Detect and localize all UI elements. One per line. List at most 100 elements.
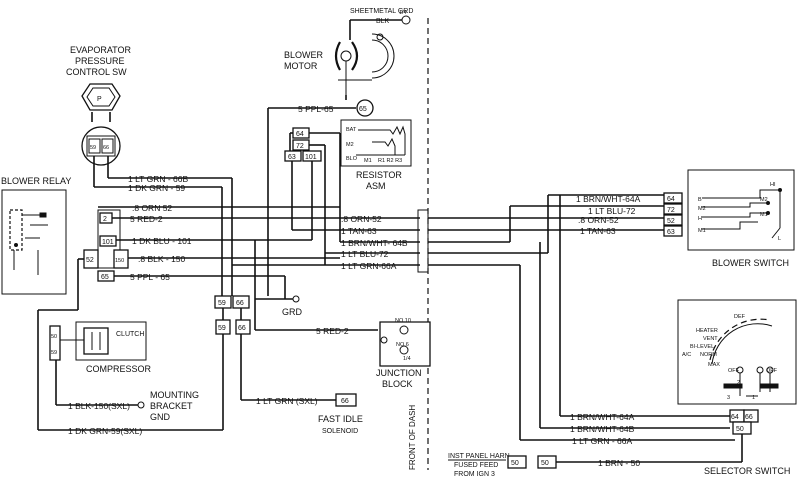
relay-connector — [97, 209, 121, 269]
blower-relay-box — [1, 189, 67, 295]
blower-label: BLOWER — [284, 50, 324, 60]
wire-red2-label: 5 RED-2 — [130, 214, 163, 224]
fast-idle-label: FAST IDLE — [318, 414, 363, 424]
from-ign-label: FROM IGN 3 — [454, 471, 495, 478]
relay-term-101-box — [99, 235, 117, 247]
bsw-m1b-label: M1 — [760, 212, 768, 218]
wire-ltgrn-66b-label: 1 LT GRN - 66B — [128, 174, 188, 184]
junction-no6: NO.6 — [396, 342, 409, 348]
relay-term-150: 150 — [115, 258, 124, 264]
res-term-72: 72 — [296, 143, 304, 150]
resistor-coil-icon — [356, 125, 406, 156]
bsw-m1-label: M1 — [698, 228, 706, 234]
bsw-l-label: L — [778, 236, 781, 242]
relay-term-65: 65 — [101, 274, 109, 281]
inst-panel-label: INST PANEL HARN — [448, 453, 510, 460]
evaporator-label: EVAPORATOR — [70, 45, 132, 55]
blower-switch-box — [687, 169, 795, 251]
blower-relay-label: BLOWER RELAY — [1, 176, 71, 186]
wire-dkblu101-label: 1 DK BLU - 101 — [132, 236, 192, 246]
res-blo-label: BLO — [346, 156, 358, 162]
wire-orn52-left-label: .8 ORN 52 — [132, 203, 172, 213]
bulkhead-connector — [417, 209, 429, 273]
wire-ppl65b-label: 5 PPL - 65 — [130, 272, 170, 282]
wire-orn52-r-label: .8 ORN-52 — [578, 215, 619, 225]
asm-label: ASM — [366, 181, 386, 191]
bsw-term-64-box — [663, 192, 683, 204]
wire-ltgrn66a-b-label: 1 LT GRN - 66A — [572, 436, 632, 446]
junction-block-icon — [379, 321, 431, 367]
blower-switch-contacts-icon — [702, 188, 782, 239]
bsw-term-52: 52 — [667, 218, 675, 225]
sel-bilevel-label: BI-LEVEL — [690, 344, 714, 350]
compressor-label: COMPRESSOR — [86, 364, 152, 374]
mounting-ground-icon — [137, 401, 145, 409]
sel-ac-label: A/C — [682, 352, 691, 358]
blk-grd-wire-label: BLK — [376, 18, 390, 25]
sel-off2-label: OFF — [766, 368, 778, 374]
wire-blk150-label: .8 BLK - 150 — [138, 254, 186, 264]
grd-label: GRD — [282, 307, 303, 317]
bsw-term-63-box — [663, 225, 683, 237]
wire-blk150-sxl-label: 1 BLK-150(SXL) — [68, 401, 130, 411]
res-m1-label: M1 — [364, 158, 372, 164]
comp-term-59: 59 — [51, 350, 57, 356]
fused-feed-label: FUSED FEED — [454, 462, 498, 469]
inst-term-50-box — [507, 455, 527, 469]
res-term-64: 64 — [296, 131, 304, 138]
bsw-term-63: 63 — [667, 229, 675, 236]
wire-brnwht64a-r-label: 1 BRN/WHT-64A — [576, 194, 641, 204]
relay-icon — [9, 209, 48, 275]
mounting-label: MOUNTING — [150, 390, 199, 400]
wire-ltgrn66a-mid-label: 1 LT GRN-66A — [341, 261, 397, 271]
res-term-63: 63 — [288, 154, 296, 161]
selector-switch-icon — [709, 318, 779, 397]
sel-n1-label: 1 — [752, 395, 755, 401]
conn-66b: 66 — [238, 325, 246, 332]
clutch-label: CLUTCH — [116, 331, 144, 338]
wire-red2b-label: 5 RED-2 — [316, 326, 349, 336]
block-label: BLOCK — [382, 379, 413, 389]
control-sw-label: CONTROL SW — [66, 67, 127, 77]
relay-term-2: 2 — [103, 216, 107, 223]
ground-icon — [292, 295, 300, 303]
relay-term-150-box — [113, 249, 129, 269]
wire-ltblu72-mid-label: 1 LT BLU-72 — [341, 249, 389, 259]
wire-tan63-mid-label: 1 TAN-63 — [341, 226, 377, 236]
res-m2-label: M2 — [346, 142, 354, 148]
inst-term-50: 50 — [511, 460, 519, 467]
wire-brnwht64b-b-label: 1 BRN/WHT-64B — [570, 424, 635, 434]
bsw-h-label: H — [698, 216, 702, 222]
res-term-101: 101 — [305, 154, 317, 161]
bsw-m2-label: M2 — [698, 206, 706, 212]
wire-orn52-mid-label: .8 ORN-52 — [341, 214, 382, 224]
comp-term-50: 50 — [51, 334, 57, 340]
wire-dkgrn59-sxl-label: 1 DK GRN-59(SXL) — [68, 426, 142, 436]
sel-n2-label: 2 — [737, 380, 740, 386]
sel-term-66: 66 — [745, 414, 753, 421]
wire-brnwht64b-mid-label: 1 BRN/WHT- 64B — [341, 238, 408, 248]
blower-switch-label: BLOWER SWITCH — [712, 258, 789, 268]
bsw-hi-label: HI — [770, 182, 776, 188]
res-term-63-box — [284, 150, 302, 162]
wire-brnwht64a-b-label: 1 BRN/WHT-64A — [570, 412, 635, 422]
bsw-term-52-box — [663, 214, 683, 226]
bsw-b-label: B — [698, 197, 702, 203]
sel-vent-label: VENT — [703, 336, 718, 342]
fast-idle-term: 66 — [341, 398, 349, 405]
term-65: 65 — [359, 106, 367, 113]
gnd-label: GND — [150, 412, 171, 422]
wire-ppl65-label: 5 PPL-65 — [298, 104, 334, 114]
sheetmetal-grd-label: SHEETMETAL GRD — [350, 8, 413, 15]
pressure-label: PRESSURE — [75, 56, 125, 66]
fast-idle-term-box — [335, 393, 357, 407]
res-bat-label: BAT — [346, 127, 357, 133]
motor-label: MOTOR — [284, 61, 318, 71]
wire-brn50-label: 1 BRN - 50 — [598, 458, 640, 468]
in-term-50: 50 — [541, 460, 549, 467]
res-r-label: R1 R2 R3 — [378, 158, 402, 164]
evap-term-59: 59 — [90, 145, 96, 151]
resistor-label: RESISTOR — [356, 170, 402, 180]
solenoid-label: SOLENOID — [322, 428, 358, 435]
bsw-term-64: 64 — [667, 196, 675, 203]
